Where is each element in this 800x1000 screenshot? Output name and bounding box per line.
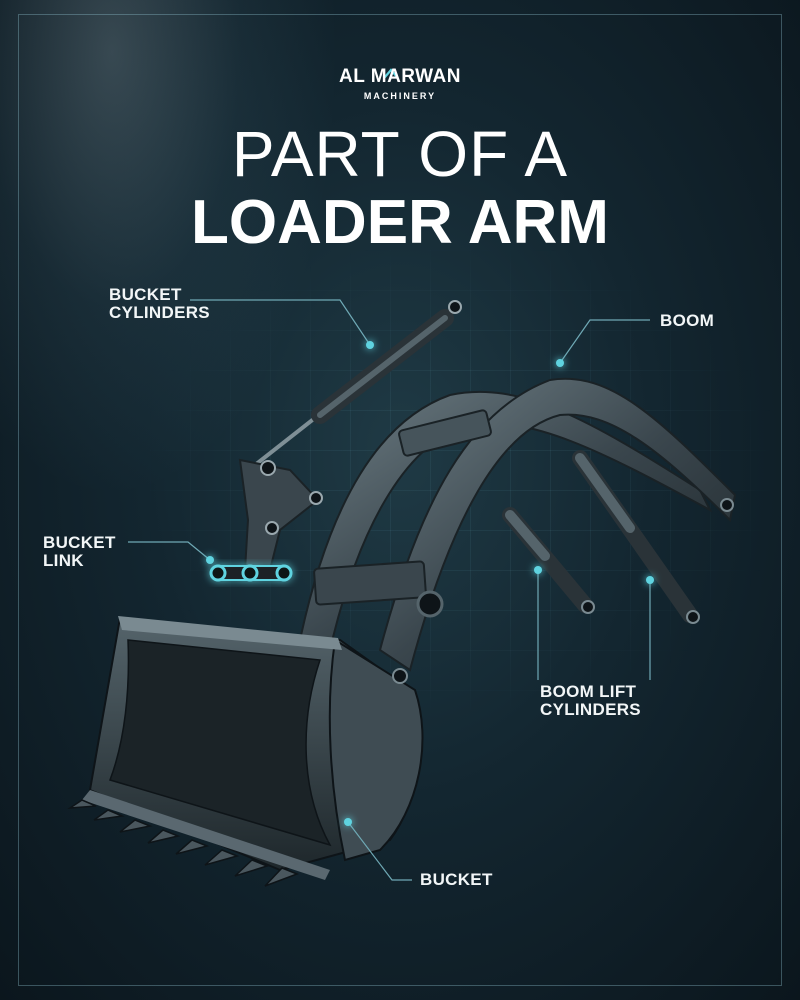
page-title-line-2: LOADER ARM: [191, 188, 609, 257]
bucket-top-rim: [118, 616, 342, 650]
page-title-line-1: PART OF A: [231, 118, 569, 190]
bucket: [67, 616, 424, 887]
label-boom: BOOM: [660, 311, 715, 330]
callout-dots: [206, 341, 654, 826]
bucket-inner: [109, 639, 332, 847]
boom-arm-rear: [298, 390, 713, 652]
callout-lines: [128, 299, 651, 881]
boom-crossbar: [313, 560, 427, 606]
callout-line-bucket-link: [128, 541, 211, 561]
bucket-cylinder: [253, 300, 462, 467]
brand-logo: AL MARWAN MACHINERY: [0, 66, 800, 101]
label-bucket-cylinders: BUCKET CYLINDERS: [109, 285, 210, 322]
callout-line-bucket: [347, 821, 412, 881]
bucket-link: [209, 458, 323, 582]
brand-name: AL MARWAN: [338, 66, 462, 87]
label-boom-lift-cylinders: BOOM LIFT CYLINDERS: [540, 682, 641, 719]
label-bucket: BUCKET: [420, 870, 493, 889]
boom-end-pin: [720, 498, 734, 512]
bucket-side-plate: [328, 638, 424, 862]
bucket-cutting-edge: [82, 790, 330, 880]
boom: [298, 377, 737, 672]
callout-line-boom: [559, 319, 650, 364]
boom-pivot-pin: [416, 590, 444, 618]
bucket-teeth: [67, 799, 300, 887]
label-bucket-link: BUCKET LINK: [43, 533, 116, 570]
callout-line-bucket-cylinders: [190, 299, 371, 346]
boom-upper-crossbar: [398, 409, 492, 457]
boom-lift-cylinders: [502, 450, 700, 624]
logo-wave-icon: [383, 68, 399, 79]
brand-tagline: MACHINERY: [363, 91, 437, 101]
